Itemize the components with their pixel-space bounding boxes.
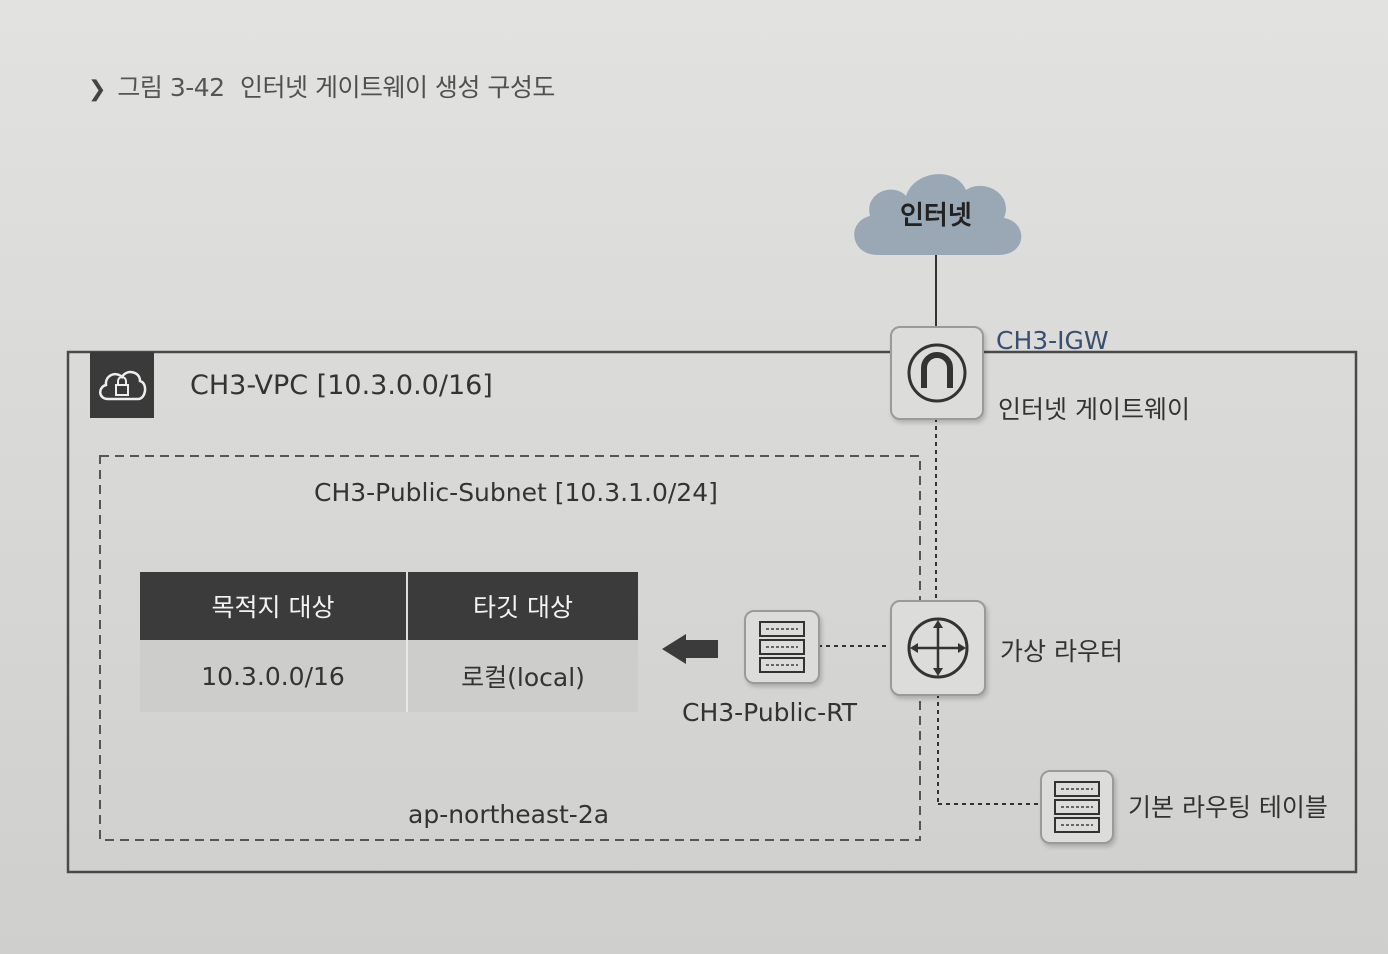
chevron-icon: ❯ [88, 77, 106, 102]
virtual-router-node [890, 600, 986, 696]
public-rt-label: CH3-Public-RT [682, 698, 858, 727]
default-route-table-node [1040, 770, 1114, 844]
table-row: 10.3.0.0/16 로컬(local) [140, 640, 638, 712]
router-icon [907, 617, 969, 679]
availability-zone-label: ap-northeast-2a [408, 800, 610, 829]
vpc-border [66, 350, 1358, 874]
cell-destination: 10.3.0.0/16 [140, 640, 409, 712]
route-table-icon [759, 621, 805, 673]
header-target: 타깃 대상 [407, 572, 638, 640]
figure-number: 그림 3-42 [117, 73, 225, 102]
header-destination: 목적지 대상 [140, 572, 409, 640]
gateway-icon [907, 343, 967, 403]
vpc-title: CH3-VPC [10.3.0.0/16] [190, 370, 493, 401]
cloud-icon [854, 174, 1022, 255]
cell-target: 로컬(local) [407, 640, 638, 712]
internet-gateway-node [890, 326, 984, 420]
igw-name: CH3-IGW [996, 326, 1109, 355]
left-arrow-icon [662, 634, 718, 664]
igw-label: 인터넷 게이트웨이 [998, 395, 1190, 424]
subnet-title: CH3-Public-Subnet [10.3.1.0/24] [314, 478, 718, 507]
lock-cloud-icon [90, 352, 154, 418]
figure-title: 인터넷 게이트웨이 생성 구성도 [240, 73, 555, 102]
figure-caption: ❯ 그림 3-42 인터넷 게이트웨이 생성 구성도 [88, 68, 555, 104]
default-rt-label: 기본 라우팅 테이블 [1128, 793, 1328, 822]
route-table-header: 목적지 대상 타깃 대상 [140, 572, 638, 640]
route-table: 목적지 대상 타깃 대상 10.3.0.0/16 로컬(local) [140, 572, 638, 712]
public-route-table-node [744, 610, 820, 684]
router-label: 가상 라우터 [1000, 637, 1123, 666]
route-table-icon [1054, 781, 1100, 833]
internet-label: 인터넷 [900, 201, 972, 231]
